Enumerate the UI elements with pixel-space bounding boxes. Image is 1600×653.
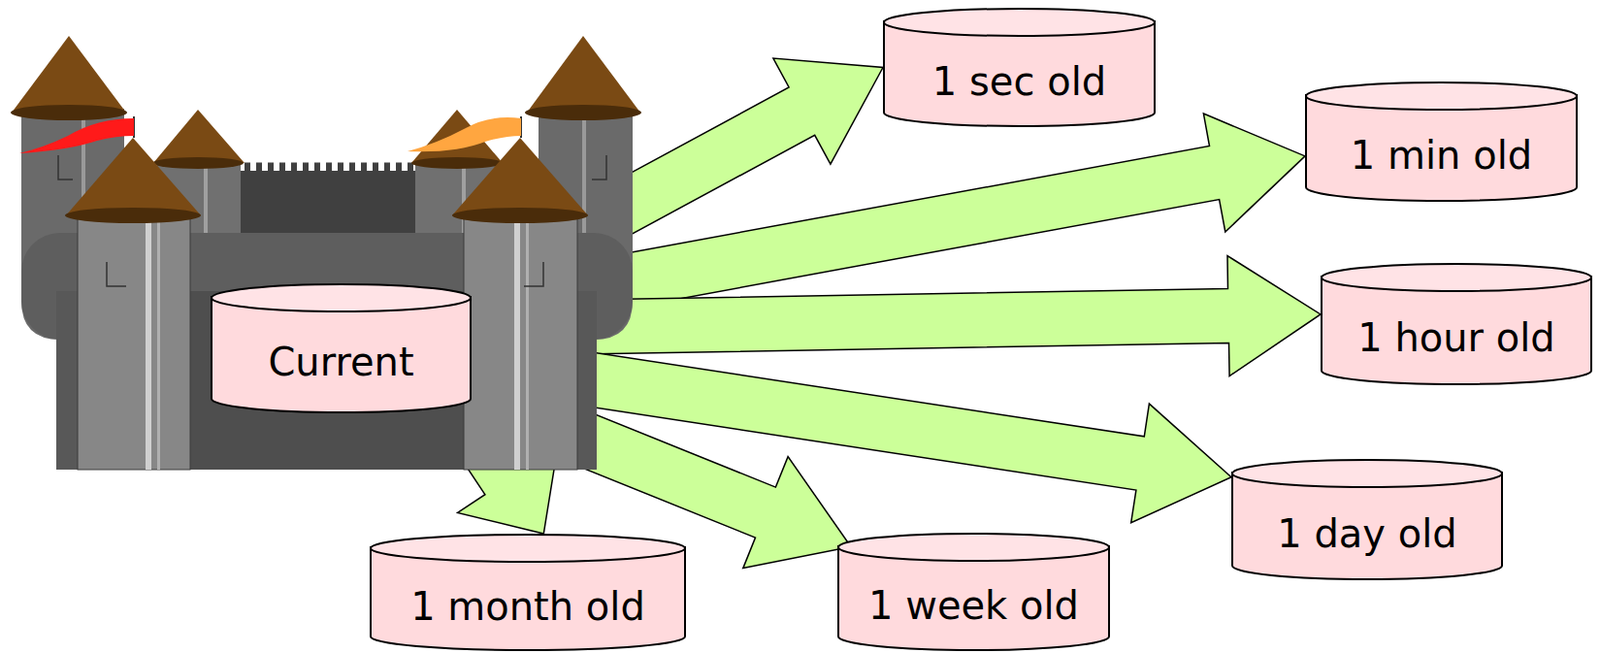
cylinder-body: [1321, 276, 1592, 385]
cylinder-top: [370, 534, 686, 562]
tower-stripe: [525, 215, 529, 470]
tower-stripe: [514, 215, 521, 470]
tower-stripe: [145, 215, 152, 470]
cylinder-body: [1306, 95, 1577, 201]
tower-roof: [153, 109, 245, 164]
roof-brim: [10, 104, 128, 121]
database-cylinder: Current: [210, 283, 472, 414]
flag: [19, 118, 134, 154]
database-cylinder: 1 min old: [1305, 81, 1578, 202]
tower-roof: [11, 35, 127, 113]
cylinder-body: [838, 546, 1110, 651]
node-label: 1 week old: [868, 583, 1079, 628]
tower-stripe: [157, 215, 161, 470]
node-label: 1 month old: [410, 584, 646, 629]
node-label: 1 min old: [1350, 132, 1533, 178]
node-label: 1 day old: [1276, 511, 1457, 556]
tower-roof: [526, 35, 641, 113]
database-cylinder: 1 sec old: [882, 7, 1156, 128]
castle-tower: [77, 215, 191, 470]
cylinder-top: [211, 284, 471, 312]
node-label: 1 sec old: [932, 59, 1107, 104]
roof-brim: [411, 157, 503, 169]
cylinder-top: [1306, 82, 1577, 110]
node-label: Current: [267, 339, 414, 385]
flag: [407, 117, 522, 152]
cylinder-body: [211, 296, 471, 413]
window-mark: [58, 155, 73, 180]
cylinder-body: [883, 21, 1155, 127]
database-cylinder: 1 hour old: [1320, 262, 1593, 386]
database-cylinder: 1 day old: [1231, 458, 1503, 581]
castle-tower: [463, 215, 578, 470]
window-mark: [106, 261, 127, 287]
tower-roof: [65, 137, 201, 216]
roof-brim: [152, 157, 244, 169]
roof-brim: [65, 207, 201, 224]
window-mark: [591, 155, 607, 180]
node-label: 1 hour old: [1357, 315, 1555, 360]
cylinder-top: [838, 533, 1110, 561]
cylinder-top: [1232, 459, 1503, 488]
window-mark: [523, 261, 544, 287]
database-cylinder: 1 week old: [837, 532, 1111, 652]
roof-brim: [452, 207, 588, 224]
cylinder-body: [1232, 472, 1503, 580]
tower-roof: [452, 137, 588, 216]
database-cylinder: 1 month old: [369, 533, 686, 652]
cylinder-top: [1321, 263, 1592, 292]
roof-brim: [524, 104, 642, 121]
crenellation: [232, 163, 427, 172]
cylinder-top: [883, 8, 1155, 36]
